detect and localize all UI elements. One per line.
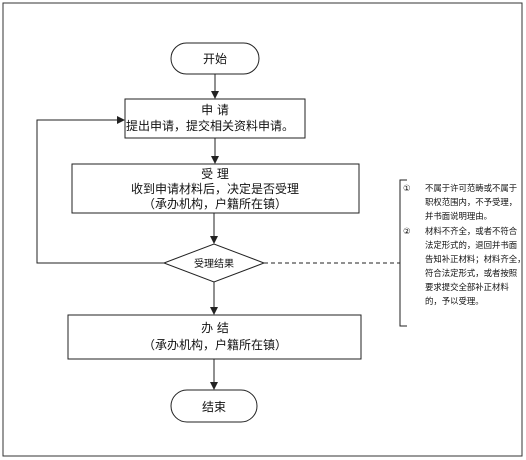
note-1: ① 不属于许可范畴或不属于 职权范围内，不予受理， 并书面说明理由。	[403, 183, 517, 221]
start-label: 开始	[203, 52, 227, 66]
note-2-line: 的，予以受理。	[425, 296, 484, 306]
note-2-line: 告知补正材料；材料齐全，	[425, 254, 526, 264]
start-node: 开始	[170, 42, 260, 75]
note-2-line: 材料不齐全，或者不符合	[425, 226, 518, 236]
apply-title: 申 请	[201, 103, 229, 117]
diagram-frame	[2, 2, 523, 457]
finish-desc: （承办机构，户籍所在镇）	[143, 337, 287, 352]
decision-label: 受理结果	[194, 257, 234, 270]
note-2: ② 材料不齐全，或者不符合 法定形式的，退回并书面 告知补正材料；材料齐全， 符…	[403, 226, 526, 306]
note-2-line: 法定形式的，退回并书面	[425, 240, 517, 250]
note-1-line: 职权范围内，不予受理，	[425, 197, 517, 207]
finish-title: 办 结	[201, 320, 229, 335]
accept-node: 受 理 收到申请材料后，决定是否受理 （承办机构，户籍所在镇）	[71, 163, 360, 214]
note-1-line: 并书面说明理由。	[425, 211, 492, 221]
accept-line1: 收到申请材料后，决定是否受理	[131, 181, 299, 196]
notes-bracket	[399, 179, 407, 327]
accept-line2: （承办机构，户籍所在镇）	[143, 196, 287, 211]
note-2-line: 符合法定形式，或者按照	[425, 268, 517, 278]
finish-node: 办 结 （承办机构，户籍所在镇）	[67, 314, 362, 360]
decision-node: 受理结果	[162, 243, 266, 283]
apply-desc: 提出申请，提交相关资料申请。	[126, 118, 294, 133]
note-2-line: 要求提交全部补正材料	[425, 282, 509, 292]
edge-decision-loop-back	[36, 116, 164, 264]
note-1-line: 不属于许可范畴或不属于	[425, 183, 517, 193]
end-node: 结束	[170, 389, 258, 423]
end-label: 结束	[202, 400, 226, 414]
note-1-mark: ①	[403, 183, 411, 193]
apply-node: 申 请 提出申请，提交相关资料申请。	[124, 98, 306, 139]
accept-title: 受 理	[201, 167, 229, 181]
note-2-mark: ②	[403, 226, 411, 236]
